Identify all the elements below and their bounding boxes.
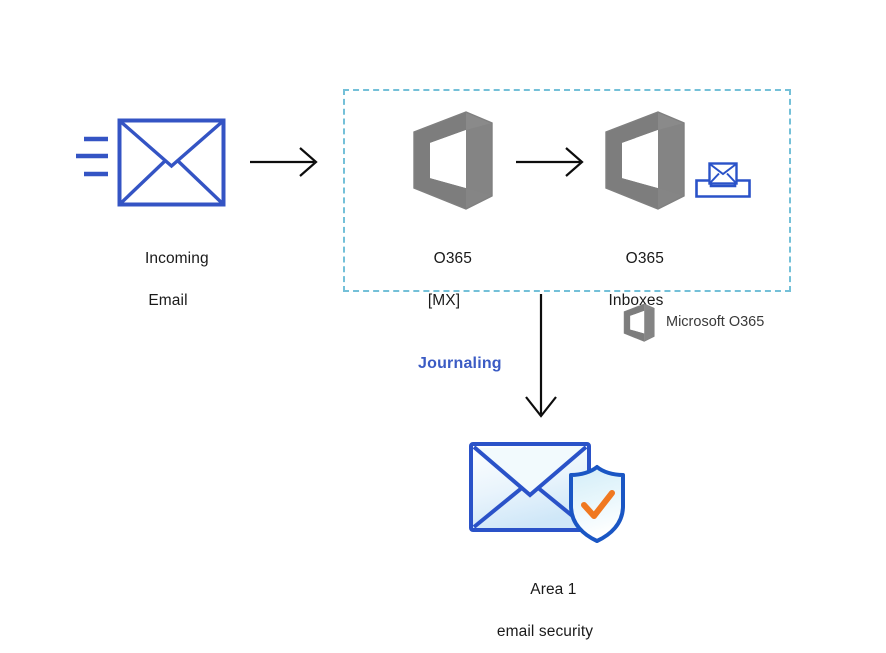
o365-inboxes-label: O365 Inboxes: [570, 227, 702, 353]
o365-boundary-group: [343, 89, 791, 292]
o365-inboxes-label-line2: Inboxes: [608, 292, 664, 309]
legend-office-365-cube-icon: [621, 303, 655, 342]
incoming-email-label-line2: Email: [148, 292, 188, 309]
envelope-shield-check-icon: [468, 434, 628, 544]
o365-inboxes-label-line1: O365: [625, 250, 664, 267]
arrow-down-icon-journaling: [518, 292, 564, 420]
o365-mx-label-line2: [MX]: [427, 292, 461, 309]
journaling-edge-label: Journaling: [418, 355, 502, 372]
envelope-with-motion-lines-icon: [74, 118, 229, 210]
arrow-right-icon-mx-to-inboxes: [514, 145, 586, 179]
incoming-email-label-line1: Incoming: [144, 250, 209, 267]
area1-label: Area 1 email security: [478, 558, 612, 653]
office-365-cube-icon-inboxes: [598, 110, 686, 210]
area1-label-line2: email security: [496, 623, 594, 640]
area1-label-line1: Area 1: [530, 581, 577, 598]
inbox-tray-envelope-icon: [694, 160, 752, 200]
incoming-email-label: Incoming Email: [102, 227, 234, 353]
o365-mx-label-line1: O365: [433, 250, 472, 267]
arrow-right-icon-incoming-to-mx: [248, 145, 320, 179]
office-365-cube-icon-mx: [406, 110, 494, 210]
o365-mx-label: O365 [MX]: [378, 227, 510, 353]
legend-item-label: Microsoft O365: [666, 314, 765, 330]
